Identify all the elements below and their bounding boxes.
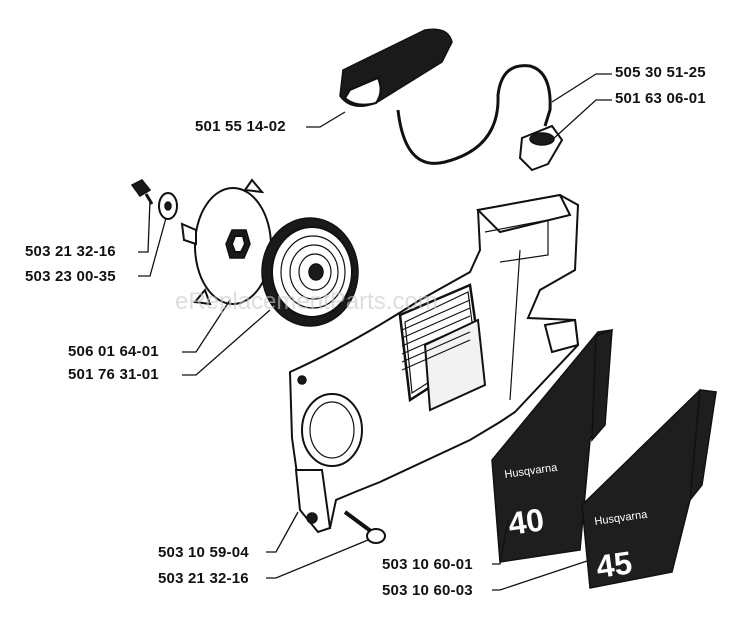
leader-lines xyxy=(138,73,612,591)
starter-housing xyxy=(288,193,580,534)
label-cord: 505 30 51-25 xyxy=(615,64,706,81)
label-screw-bottom: 503 21 32-16 xyxy=(158,570,249,587)
watermark: eReplacementParts.com xyxy=(175,288,438,315)
label-washer: 503 23 00-35 xyxy=(25,268,116,285)
label-handle: 501 55 14-02 xyxy=(195,118,286,135)
starter-handle xyxy=(339,28,453,107)
washer xyxy=(158,192,178,220)
bottom-screw xyxy=(343,510,386,544)
grommet xyxy=(518,124,564,172)
label-spring: 501 76 31-01 xyxy=(68,366,159,383)
label-grommet: 501 63 06-01 xyxy=(615,90,706,107)
label-decal-40: 503 10 60-01 xyxy=(382,556,473,573)
label-decal-45: 503 10 60-03 xyxy=(382,582,473,599)
decal-45: Husqvarna 45 xyxy=(581,389,717,589)
starter-pulley xyxy=(180,178,272,306)
decal-45-number: 45 xyxy=(594,544,634,585)
label-screw-top: 503 21 32-16 xyxy=(25,243,116,260)
starter-cord xyxy=(396,64,552,165)
label-bushing: 503 10 59-04 xyxy=(158,544,249,561)
recoil-spring xyxy=(261,217,359,327)
label-pulley: 506 01 64-01 xyxy=(68,343,159,360)
decal-40-number: 40 xyxy=(506,501,546,542)
small-screw xyxy=(130,179,154,205)
